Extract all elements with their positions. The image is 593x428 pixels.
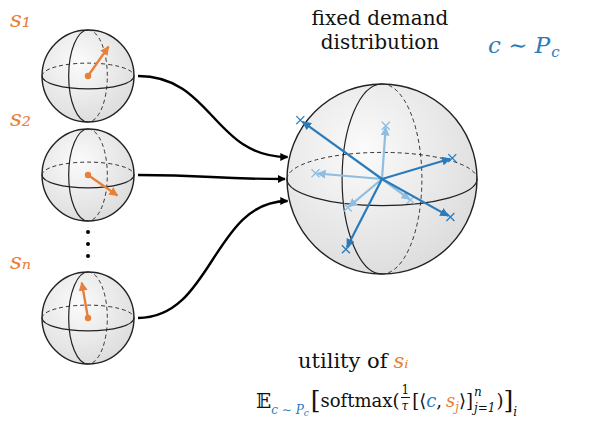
- vector-label: s₂: [10, 107, 31, 130]
- supply-vector: [88, 175, 117, 196]
- dot: [86, 254, 90, 258]
- dot: [86, 242, 90, 246]
- formula-part: c ∼ P: [271, 404, 303, 416]
- supply-sphere: s₂: [40, 127, 136, 223]
- formula-part: ): [496, 392, 503, 410]
- formula-part: ]: [504, 387, 514, 412]
- sample-cross: [342, 245, 350, 253]
- distribution-label: c ∼ P: [488, 34, 550, 57]
- formula-part: softmax(: [321, 392, 400, 410]
- formula-part: i: [513, 406, 517, 418]
- formula-part: 𝔼: [256, 391, 271, 411]
- demand-vector: [349, 179, 382, 207]
- center-dot: [85, 73, 91, 79]
- demand-vector: [317, 173, 382, 179]
- formula-part: j=1: [474, 402, 495, 414]
- formula-part: ,: [436, 392, 442, 410]
- sample-cross: [296, 116, 304, 124]
- meridian-back: [382, 84, 422, 274]
- vertical-ellipsis: [86, 230, 90, 258]
- formula-part: c: [304, 409, 309, 418]
- formula-part: ⟩]: [459, 392, 473, 410]
- sphere-outline: [42, 129, 134, 221]
- sample-cross: [312, 169, 320, 177]
- sphere-heading: fixed demand distribution: [295, 6, 465, 54]
- formula-part: s: [446, 392, 455, 410]
- supply-sphere: s₁: [40, 28, 136, 124]
- sphere-shape: [285, 82, 479, 276]
- formula-part: j: [455, 401, 459, 413]
- supply-sphere: sₙ: [40, 270, 136, 366]
- sample-cross: [448, 154, 456, 162]
- formula-part: c: [426, 392, 436, 410]
- sample-cross: [382, 122, 390, 130]
- formula-part: τ: [402, 400, 409, 412]
- vector-label: s₁: [10, 8, 31, 31]
- flow-arrow: [138, 76, 288, 157]
- demand-vector: [382, 159, 450, 179]
- utility-label: sᵢ: [394, 351, 409, 372]
- formula-part: n: [474, 386, 482, 398]
- sample-cross: [446, 213, 454, 221]
- demand-vector: [382, 179, 448, 216]
- equator-front: [287, 179, 477, 206]
- flow-arrow: [138, 175, 285, 179]
- vector-label: sₙ: [10, 250, 31, 273]
- dot: [86, 230, 90, 234]
- flow-arrow: [138, 201, 288, 318]
- demand-vector: [382, 127, 386, 179]
- sample-cross: [344, 204, 352, 212]
- center-dot: [85, 315, 91, 321]
- sphere-shape: [40, 28, 136, 124]
- sphere-outline: [42, 272, 134, 364]
- sphere-outline: [42, 30, 134, 122]
- fraction-bar: [401, 397, 411, 398]
- sphere-shape: [40, 127, 136, 223]
- demand-sphere: fixed demand distributionc ∼ Pc: [285, 82, 479, 276]
- supply-vector: [82, 283, 88, 318]
- sphere-shape: [40, 270, 136, 366]
- demand-vector: [303, 122, 382, 179]
- formula-part: 1: [402, 384, 410, 396]
- supply-vector: [88, 47, 109, 76]
- sphere-outline: [287, 84, 477, 274]
- formula-part: [: [311, 387, 321, 412]
- formula-part: [⟨: [412, 392, 426, 410]
- demand-vector: [347, 179, 382, 247]
- distribution-subscript: c: [551, 45, 559, 60]
- utility-label: utility of: [298, 351, 388, 372]
- center-dot: [85, 172, 91, 178]
